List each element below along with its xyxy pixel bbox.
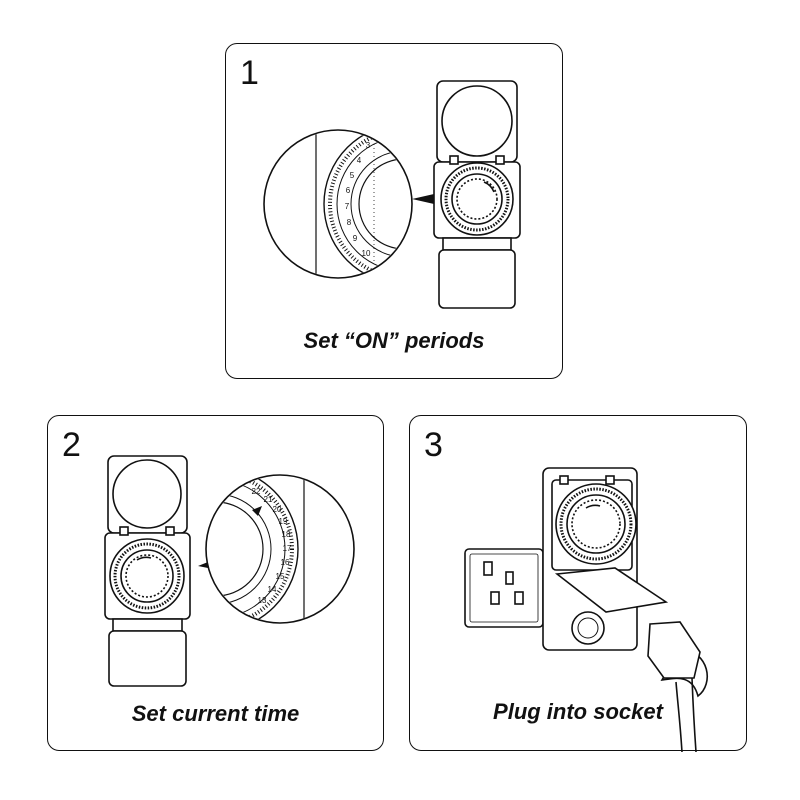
dial-label: 14 [268, 585, 277, 594]
dial-label: 10 [362, 249, 371, 258]
timer-device-icon [433, 80, 521, 309]
dial-label: 19 [279, 517, 288, 526]
step-number: 1 [240, 54, 259, 92]
step-1-panel: 1 [225, 43, 563, 379]
step-number: 2 [62, 426, 81, 464]
step-number: 3 [424, 426, 443, 464]
dial-label: 7 [345, 202, 350, 211]
step-2-illustration: 22 21 20 19 18 17 16 15 14 13 [104, 455, 355, 687]
step-2-panel: 2 [47, 415, 384, 751]
timer-device-icon [104, 455, 191, 687]
dial-label: 17 [283, 544, 292, 553]
step-caption: Plug into socket [493, 699, 663, 724]
timer-device-icon [542, 467, 669, 651]
dial-label: 4 [357, 156, 362, 165]
step-3-panel: 3 [409, 415, 747, 752]
dial-label: 15 [276, 572, 285, 581]
plug-icon [647, 621, 709, 752]
dial-label: 5 [350, 171, 355, 180]
step-caption: Set “ON” periods [303, 328, 485, 353]
dial-label: 16 [281, 558, 290, 567]
dial-label: 3 [366, 141, 371, 150]
step-3-illustration [464, 467, 709, 752]
dial-label: 20 [273, 505, 282, 514]
wall-socket-icon [464, 548, 544, 628]
dial-label: 6 [346, 186, 351, 195]
step-caption: Set current time [131, 701, 300, 726]
dial-label: 8 [347, 218, 352, 227]
pointer-arrow-icon [412, 194, 434, 204]
step-1-illustration: 3 4 5 6 7 8 9 10 [263, 80, 521, 309]
dial-label: 21 [264, 495, 273, 504]
dial-label: 18 [282, 530, 291, 539]
dial-label: 22 [252, 487, 261, 496]
magnifier-icon: 22 21 20 19 18 17 16 15 14 13 [205, 474, 355, 624]
dial-label: 13 [258, 596, 267, 605]
dial-label: 9 [353, 234, 358, 243]
